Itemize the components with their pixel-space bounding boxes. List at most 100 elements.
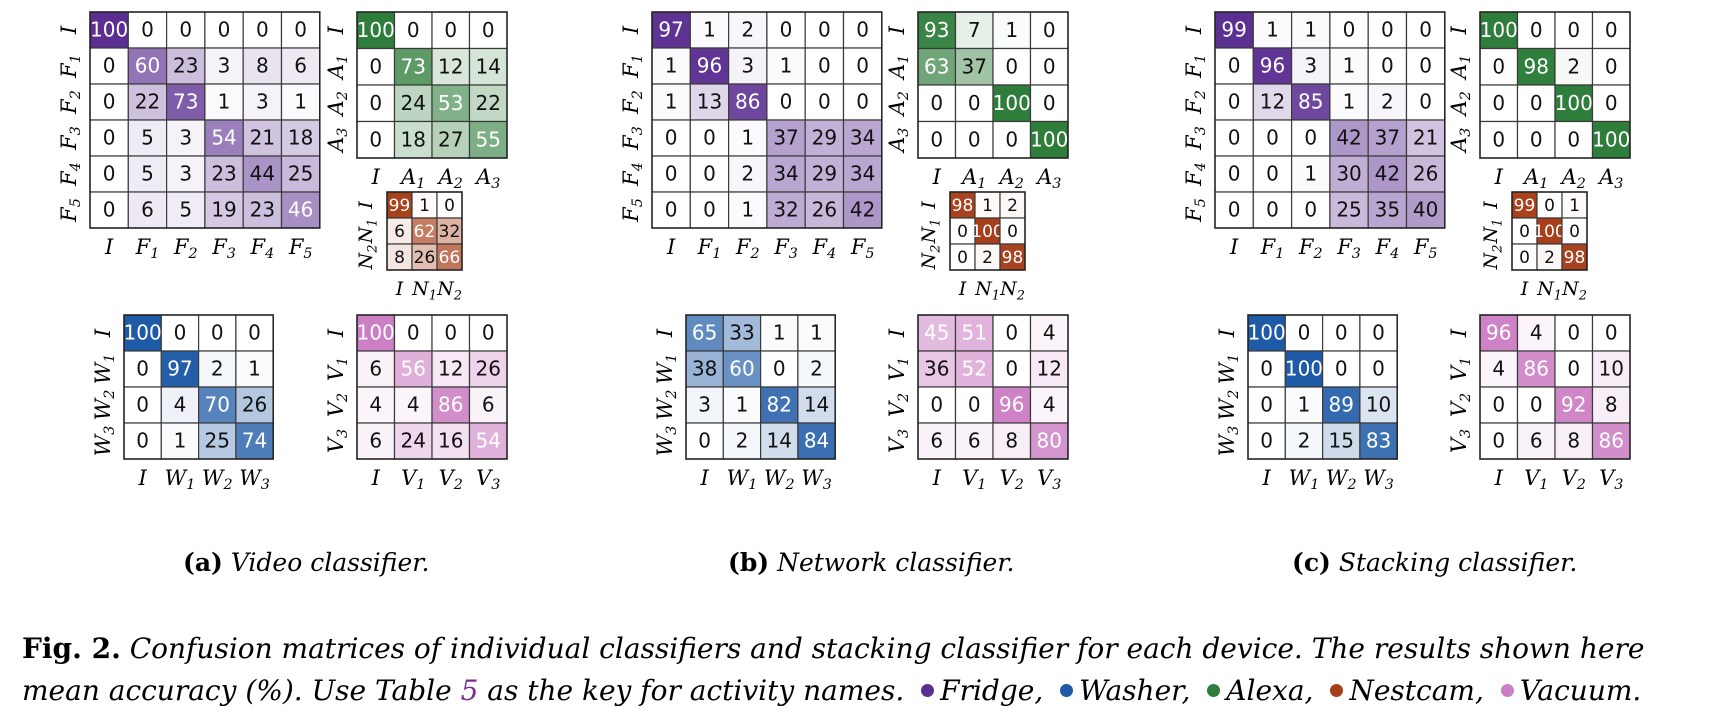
heatmap-cell xyxy=(1516,47,1556,86)
row-tick-label: V3 xyxy=(1447,429,1474,453)
row-tick-label: A2 xyxy=(1447,91,1474,117)
cell-value-label: 2 xyxy=(741,162,754,186)
row-tick-label: A3 xyxy=(1447,128,1474,154)
row-tick-label: I xyxy=(885,328,909,338)
heatmap-cell xyxy=(1591,422,1631,460)
heatmap-cell xyxy=(436,243,463,271)
cell-value-label: 0 xyxy=(1266,162,1279,186)
cell-value-label: 32 xyxy=(773,198,798,222)
cell-value-label: 0 xyxy=(773,357,786,381)
col-tick-label: W1 xyxy=(1289,466,1320,493)
cell-value-label: 0 xyxy=(1372,357,1385,381)
cell-value-label: 14 xyxy=(804,393,829,417)
cell-value-label: 4 xyxy=(407,393,420,417)
heatmap-border xyxy=(917,11,1069,159)
heatmap-cell xyxy=(386,217,413,245)
cell-value-label: 38 xyxy=(692,357,717,381)
heatmap-border xyxy=(123,314,274,460)
heatmap-cell xyxy=(1214,119,1254,157)
row-tick-label: W1 xyxy=(91,354,118,385)
heatmap-cell xyxy=(280,11,321,49)
cell-value-label: 99 xyxy=(1221,18,1246,42)
cell-value-label: 4 xyxy=(1043,393,1056,417)
cell-value-label: 0 xyxy=(1530,91,1543,115)
cell-value-label: 0 xyxy=(174,321,187,345)
cell-value-label: 3 xyxy=(741,54,754,78)
heatmap-cell xyxy=(1367,155,1408,193)
row-tick-label: V3 xyxy=(324,429,351,453)
col-tick-label: F5 xyxy=(288,235,313,262)
heatmap-cell xyxy=(954,47,994,86)
heatmap-cell xyxy=(386,243,413,271)
heatmap-cell xyxy=(1329,83,1369,121)
heatmap-cell xyxy=(1479,350,1519,388)
cell-value-label: 23 xyxy=(211,162,236,186)
cell-value-label: 1 xyxy=(1304,162,1317,186)
col-tick-label: F4 xyxy=(1375,235,1400,262)
cell-value-label: 0 xyxy=(444,196,455,216)
cell-value-label: 0 xyxy=(1567,357,1580,381)
col-tick-label: V3 xyxy=(1037,466,1061,493)
heatmap-cell xyxy=(689,155,730,193)
col-tick-label: N1 xyxy=(1536,278,1562,303)
heatmap-cell xyxy=(766,83,806,121)
cell-value-label: 3 xyxy=(179,162,192,186)
cell-value-label: 0 xyxy=(369,54,382,78)
col-tick-label: F3 xyxy=(211,235,236,262)
cell-value-label: 35 xyxy=(1375,198,1400,222)
cell-value-label: 21 xyxy=(1413,126,1438,150)
cell-value-label: 0 xyxy=(1228,126,1241,150)
row-tick-label: N1 xyxy=(1480,219,1505,245)
heatmap-cell xyxy=(992,84,1032,123)
cell-value-label: 4 xyxy=(1043,321,1056,345)
cell-value-label: 8 xyxy=(1567,429,1580,453)
col-tick-label: I xyxy=(958,278,967,300)
heatmap-cell xyxy=(166,119,206,157)
cell-value-label: 0 xyxy=(1519,222,1530,242)
cell-value-label: 4 xyxy=(1530,321,1543,345)
row-tick-label: F5 xyxy=(57,198,84,223)
heatmap-cell xyxy=(689,119,730,157)
cell-value-label: 0 xyxy=(1492,429,1505,453)
cell-value-label: 0 xyxy=(780,18,793,42)
cell-value-label: 0 xyxy=(1043,18,1056,42)
heatmap-border xyxy=(685,314,836,460)
cell-value-label: 0 xyxy=(294,18,307,42)
col-tick-label: F4 xyxy=(812,235,837,262)
cell-value-label: 37 xyxy=(773,126,798,150)
cell-value-label: 45 xyxy=(924,321,949,345)
heatmap-cell xyxy=(393,314,433,352)
heatmap-border xyxy=(1479,11,1631,159)
heatmap-cell xyxy=(759,350,799,388)
row-tick-label: F5 xyxy=(619,198,646,223)
heatmap-cell xyxy=(954,120,994,159)
heatmap-border xyxy=(356,314,508,460)
col-tick-label: W1 xyxy=(165,466,196,493)
row-tick-label: W2 xyxy=(91,390,118,421)
cell-value-label: 0 xyxy=(136,429,149,453)
cell-value-label: 0 xyxy=(930,393,943,417)
row-tick-label: F4 xyxy=(57,162,84,187)
cell-value-label: 1 xyxy=(1569,196,1580,216)
heatmap-cell xyxy=(468,422,508,460)
cell-value-label: 24 xyxy=(401,91,426,115)
col-tick-label: I xyxy=(395,278,404,300)
heatmap-border xyxy=(651,11,883,229)
cell-value-label: 0 xyxy=(103,126,116,150)
cell-value-label: 0 xyxy=(1381,18,1394,42)
cell-value-label: 13 xyxy=(697,90,722,114)
row-tick-label: F5 xyxy=(1182,198,1209,223)
cell-value-label: 1 xyxy=(1005,18,1018,42)
row-tick-label: A2 xyxy=(324,91,351,117)
row-tick-label: N2 xyxy=(355,245,380,271)
cell-value-label: 10 xyxy=(1366,393,1391,417)
col-tick-label: V2 xyxy=(439,466,463,493)
cell-value-label: 55 xyxy=(476,127,501,151)
heatmap-cell xyxy=(198,350,237,388)
table-ref-link[interactable]: 5 xyxy=(460,674,479,707)
heatmap-cell xyxy=(992,422,1032,460)
cell-value-label: 1 xyxy=(780,54,793,78)
cell-value-label: 0 xyxy=(703,162,716,186)
